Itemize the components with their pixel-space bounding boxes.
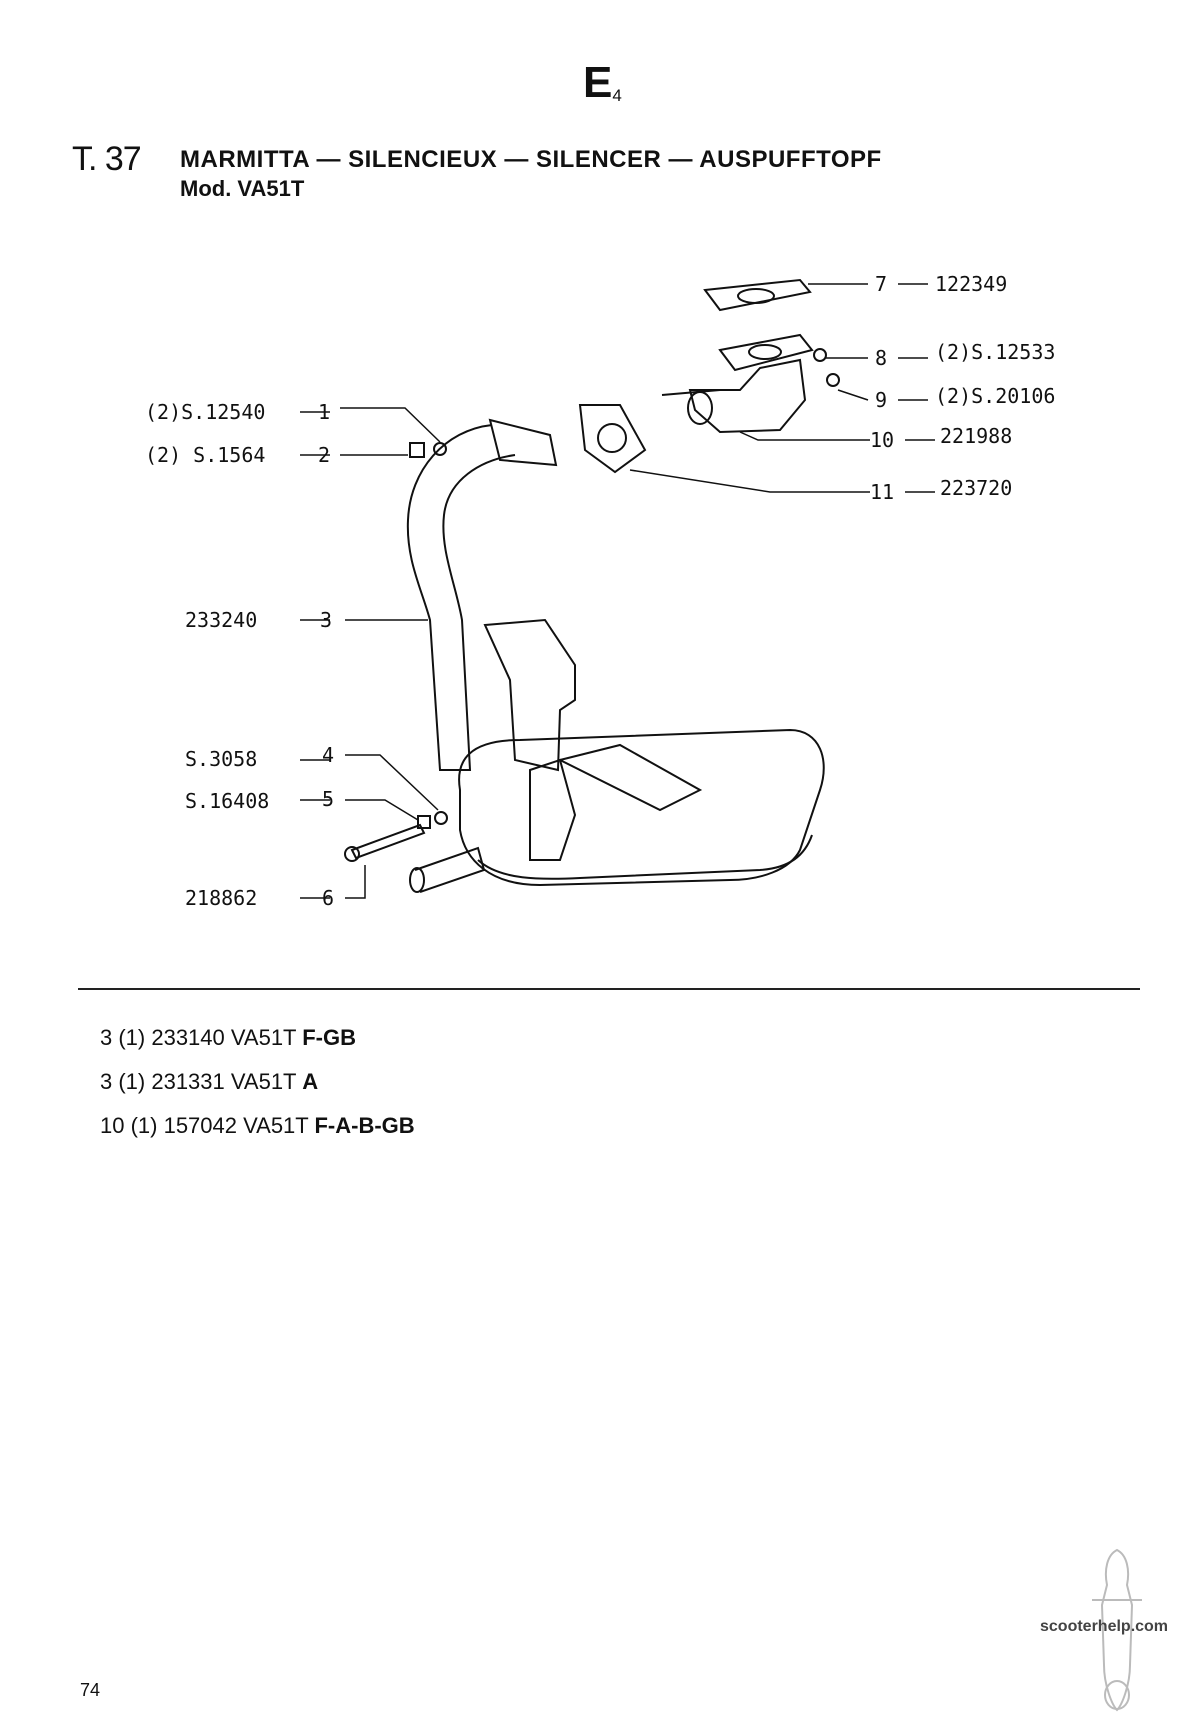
variant-markets: A xyxy=(302,1069,319,1094)
nut-2 xyxy=(409,442,425,458)
callout-6-ref: 6 xyxy=(322,886,334,910)
silencer-seam xyxy=(477,834,813,880)
callout-5-ref: 5 xyxy=(322,787,334,811)
heat-shield xyxy=(483,618,576,772)
callout-7-ref: 7 xyxy=(875,272,887,296)
section-subscript: 4 xyxy=(612,86,622,105)
callout-8-code: (2)S.12533 xyxy=(935,340,1055,364)
manifold-stud xyxy=(661,389,721,396)
callout-8-ref: 8 xyxy=(875,346,887,370)
nut-5 xyxy=(417,815,431,829)
mounting-bolt xyxy=(350,823,426,860)
callout-6-code: 218862 xyxy=(185,886,257,910)
callout-4-code: S.3058 xyxy=(185,747,257,771)
section-divider xyxy=(78,988,1140,990)
page-number: 74 xyxy=(80,1680,101,1700)
silencer-body xyxy=(458,728,825,887)
callout-9-ref: 9 xyxy=(875,388,887,412)
model-label: Mod. VA51T xyxy=(180,176,305,201)
manifold-flange xyxy=(718,333,814,372)
callout-11-code: 223720 xyxy=(940,476,1012,500)
table-number: T. 37 xyxy=(72,140,142,178)
silencer-top-plate xyxy=(557,743,703,812)
tail-pipe-opening xyxy=(409,867,425,893)
callout-1-code: (2)S.12540 xyxy=(145,400,265,424)
bolt-head xyxy=(344,846,360,862)
gasket-11 xyxy=(578,404,647,474)
exhaust-pipe xyxy=(406,424,516,771)
section-letter: E xyxy=(583,58,613,107)
callout-4-ref: 4 xyxy=(322,743,334,767)
callout-5-code: S.16408 xyxy=(185,789,269,813)
washer-1 xyxy=(433,442,447,456)
page-title: MARMITTA — SILENCIEUX — SILENCER — AUSPU… xyxy=(180,146,882,173)
callout-2-ref: 2 xyxy=(318,443,330,467)
callout-7-code: 122349 xyxy=(935,272,1007,296)
callout-2-code: (2) S.1564 xyxy=(145,443,265,467)
exploded-parts-diagram: (2)S.12540 1 (2) S.1564 2 233240 3 S.305… xyxy=(145,272,1055,910)
mount-bracket xyxy=(529,758,577,861)
gasket-7 xyxy=(703,278,812,312)
callout-1-ref: 1 xyxy=(318,400,330,424)
section-code: E4 xyxy=(583,58,622,108)
variant-prefix: 10 (1) 157042 VA51T xyxy=(100,1113,309,1138)
variant-markets: F-GB xyxy=(302,1025,356,1050)
variant-prefix: 3 (1) 231331 VA51T xyxy=(100,1069,297,1094)
callout-3-code: 233240 xyxy=(185,608,257,632)
gasket-11-hole xyxy=(597,423,627,453)
variant-row: 10 (1) 157042 VA51T F-A-B-GB xyxy=(100,1113,415,1157)
variant-list: 3 (1) 233140 VA51T F-GB 3 (1) 231331 VA5… xyxy=(100,1025,415,1157)
variant-prefix: 3 (1) 233140 VA51T xyxy=(100,1025,297,1050)
callout-10-ref: 10 xyxy=(870,428,894,452)
manifold-flange-hole xyxy=(748,344,782,360)
callout-3-ref: 3 xyxy=(320,608,332,632)
variant-row: 3 (1) 231331 VA51T A xyxy=(100,1069,415,1113)
nut-9 xyxy=(826,373,840,387)
watermark-text: scooterhelp.com xyxy=(1040,1618,1169,1635)
gasket-7-hole xyxy=(737,288,775,304)
clip-8 xyxy=(813,348,827,362)
callout-9-code: (2)S.20106 xyxy=(935,384,1055,408)
scooter-logo xyxy=(1092,1548,1142,1712)
manifold-outlet xyxy=(687,391,713,425)
tail-pipe xyxy=(414,846,486,893)
variant-row: 3 (1) 233140 VA51T F-GB xyxy=(100,1025,415,1069)
callout-11-ref: 11 xyxy=(870,480,894,504)
callout-10-code: 221988 xyxy=(940,424,1012,448)
washer-4 xyxy=(434,811,448,825)
pipe-flange xyxy=(488,418,558,467)
manifold-body xyxy=(688,358,807,434)
variant-markets: F-A-B-GB xyxy=(314,1113,415,1138)
